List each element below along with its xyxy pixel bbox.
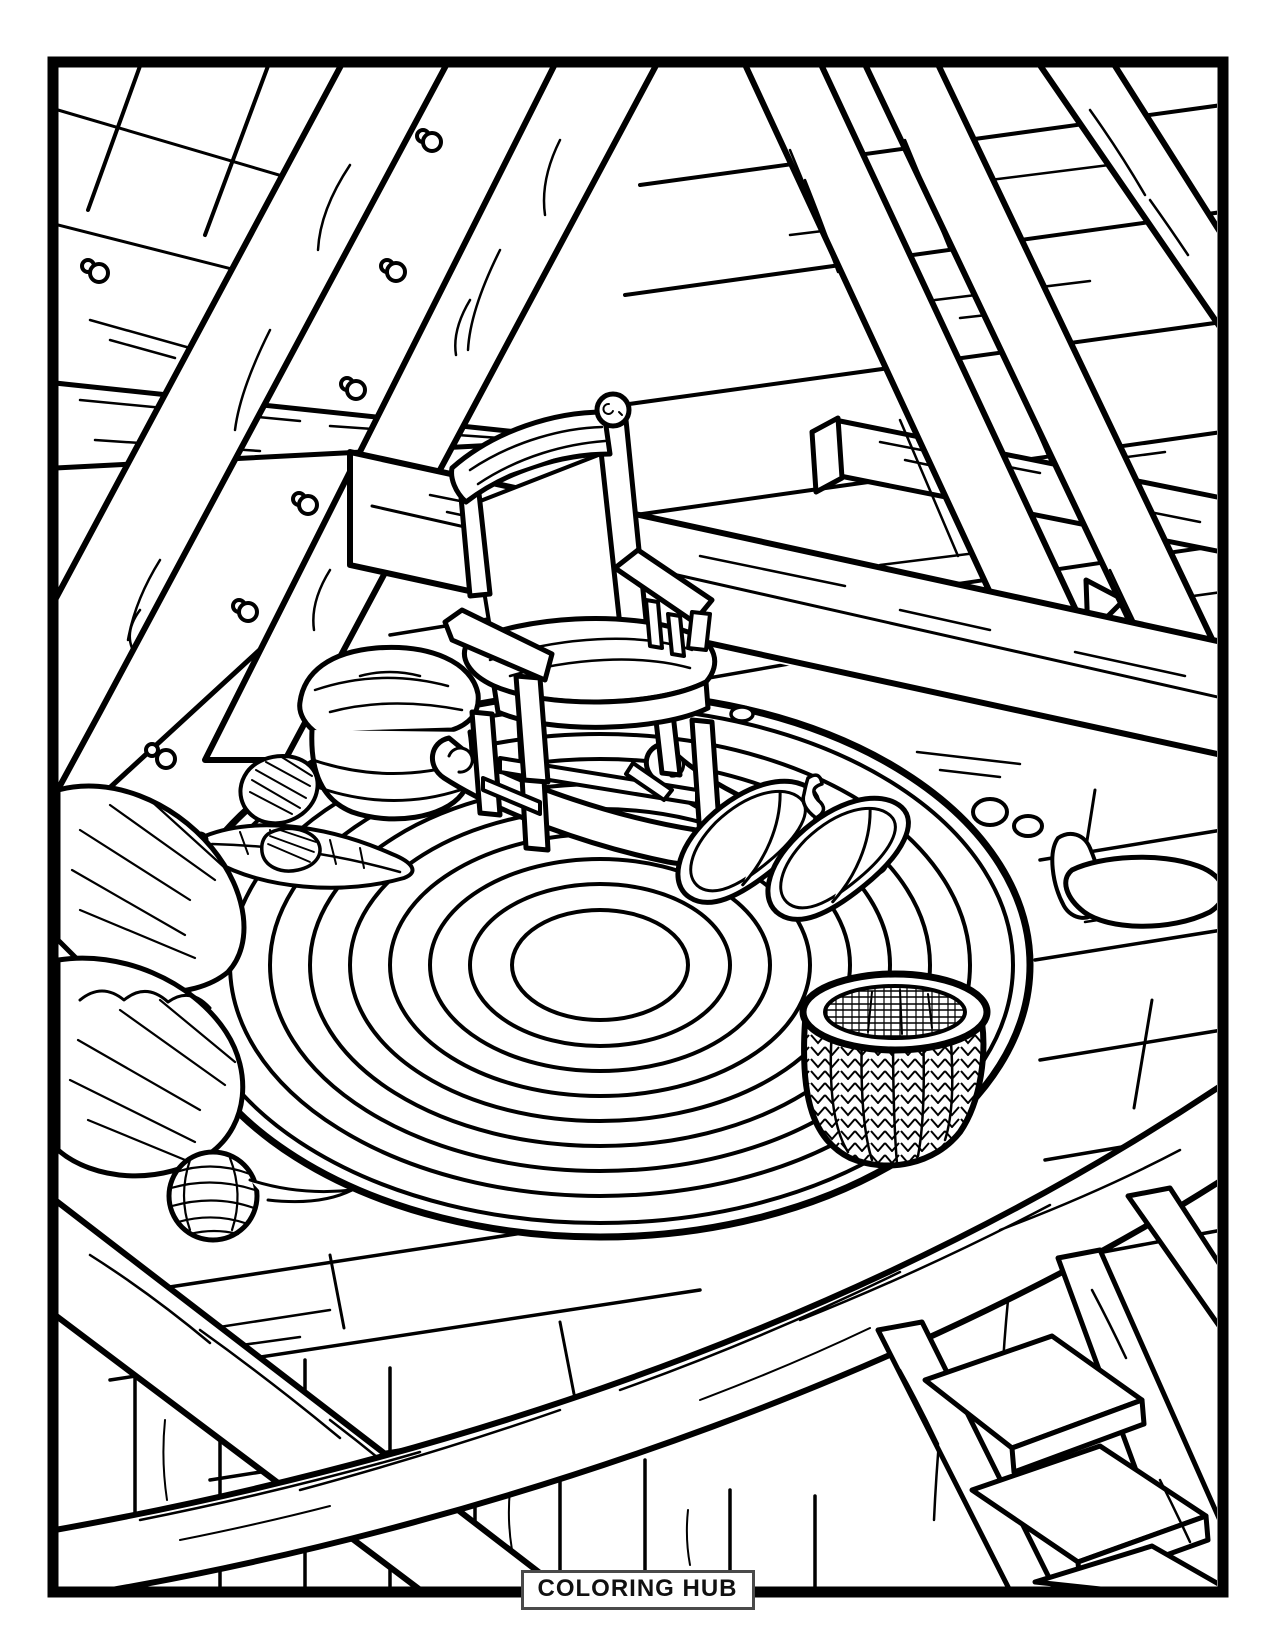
crossed-floor-beams [58,1084,1217,1587]
brand-label: COLORING HUB [537,1575,738,1602]
rafter-corner [1037,67,1217,329]
brand-badge: COLORING HUB [520,1570,755,1610]
spill-stones [729,705,1217,929]
yarn-shell [238,753,320,826]
staircase [875,1185,1217,1587]
slippers [675,778,911,922]
leaf-pile [58,783,354,1243]
yarn-shell-small [260,826,322,873]
yarn-ball [166,1149,260,1243]
stair-tread [922,1333,1147,1475]
wall-knots [80,128,443,770]
rafter-left-outer [58,67,449,796]
woven-basket [799,970,991,1169]
